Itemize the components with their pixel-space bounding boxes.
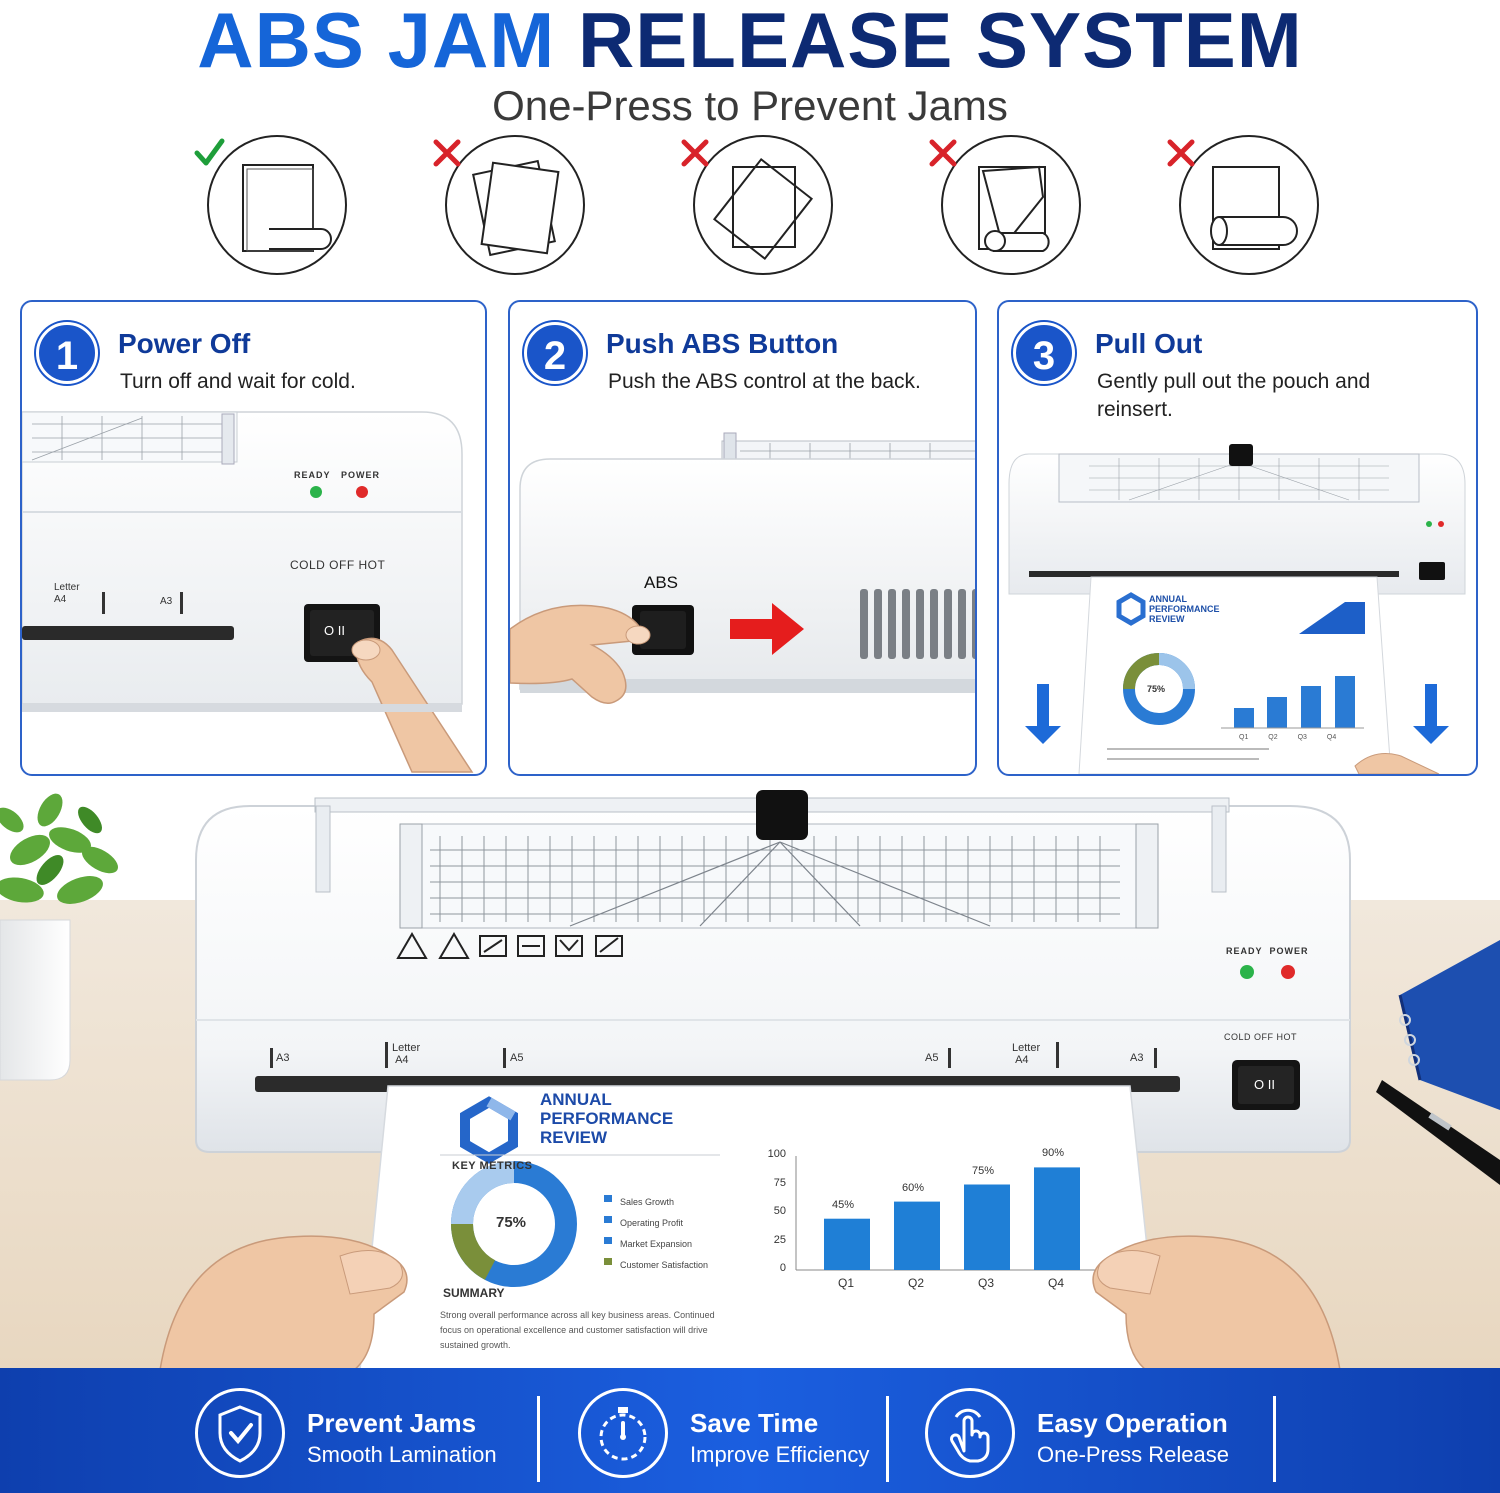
size-mark-letter-a4: Letter A4 (392, 1042, 421, 1066)
chart-category-label: Q3 (978, 1276, 995, 1290)
switch-label: COLD OFF HOT (290, 558, 386, 572)
feature-subtitle: One-Press Release (1037, 1442, 1229, 1467)
chart-y-tick: 100 (767, 1148, 786, 1160)
abs-label: ABS (644, 573, 679, 592)
metrics-heading: KEY METRICS (452, 1160, 533, 1172)
step-number: 3 (1013, 322, 1075, 384)
rotated-sheet-icon (681, 135, 833, 275)
page-subtitle: One-Press to Prevent Jams (492, 82, 1008, 129)
step-description: Gently pull out the pouch and reinsert. (1097, 370, 1371, 421)
feature-divider (1273, 1396, 1276, 1482)
laminator-pull-out-view: ANNUAL PERFORMANCE REVIEW 75% Q1 Q2 Q3 Q… (999, 444, 1476, 774)
ready-label: READY POWER (294, 470, 381, 480)
donut-value: 75% (496, 1214, 527, 1231)
chart-data-label: 90% (1042, 1147, 1065, 1160)
rolled-sheet-icon (1167, 135, 1319, 275)
step-description: Push the ABS control at the back. (608, 370, 921, 393)
step-title: Push ABS Button (606, 328, 839, 359)
size-mark-letter-a4-right: Letter A4 (1012, 1042, 1041, 1066)
skewed-sheets-icon (433, 135, 585, 275)
size-mark-a3: A3 (276, 1052, 290, 1064)
feature-title: Easy Operation (1037, 1408, 1228, 1438)
feature-divider (886, 1396, 889, 1482)
size-mark-a5-right: A5 (925, 1052, 939, 1064)
temp-switch[interactable]: O II (1254, 1077, 1275, 1092)
pen (1376, 1080, 1500, 1185)
kpi-donut (451, 1161, 577, 1287)
summary-text: Strong overall performance across all ke… (440, 1310, 715, 1350)
plant (0, 793, 119, 1081)
laminator-back-closeup: ABS (510, 429, 975, 774)
step-number: 2 (524, 322, 586, 384)
jam-type-icons (0, 135, 1500, 285)
mini-bar-labels: Q1 Q2 Q3 Q4 (1239, 734, 1337, 741)
chart-category-label: Q4 (1048, 1276, 1065, 1290)
size-mark-a5: A5 (510, 1052, 524, 1064)
hands (159, 1235, 1341, 1370)
title-part-2: RELEASE SYSTEM (577, 0, 1303, 84)
step-title: Power Off (118, 328, 251, 359)
step-card-power-off: 1 Power Off Turn off and wait for cold. (20, 300, 487, 776)
feature-title: Prevent Jams (307, 1408, 477, 1438)
cross-icon (1167, 139, 1195, 167)
step-description: Turn off and wait for cold. (120, 370, 356, 393)
chart-category-label: Q2 (908, 1276, 925, 1290)
chart-category-label: Q1 (838, 1276, 855, 1290)
chart-y-tick: 50 (773, 1205, 786, 1217)
stopwatch-icon (578, 1388, 668, 1478)
feature-bar: Prevent Jams Smooth Lamination Save Time… (0, 1368, 1500, 1493)
chart-y-tick: 25 (773, 1233, 786, 1246)
hand-press-icon (925, 1388, 1015, 1478)
chart-bar-q4 (1034, 1167, 1080, 1270)
a3-mark: A3 (160, 596, 173, 607)
ready-power-labels: READY POWER (1226, 946, 1309, 956)
chart-data-label: 75% (972, 1164, 995, 1177)
shield-check-icon (195, 1388, 285, 1478)
page-title: ABS JAM RELEASE SYSTEM (0, 0, 1500, 80)
chart-bar-q1 (824, 1218, 870, 1270)
feature-subtitle: Smooth Lamination (307, 1442, 497, 1467)
chart-data-label: 45% (832, 1198, 855, 1211)
folded-sheet-icon (929, 135, 1081, 275)
summary-heading: SUMMARY (443, 1286, 505, 1300)
step-card-push-abs: 2 Push ABS Button Push the ABS control a… (508, 300, 977, 776)
power-switch: O II (324, 623, 345, 638)
mini-donut-value: 75% (1147, 684, 1166, 694)
check-icon (194, 138, 225, 166)
feature-title: Save Time (690, 1408, 819, 1438)
title-part-1: ABS JAM (197, 0, 556, 84)
mini-doc-title: ANNUAL PERFORMANCE REVIEW (1149, 594, 1220, 624)
feature-subtitle: Improve Efficiency (690, 1442, 870, 1467)
step-title: Pull Out (1095, 328, 1203, 359)
main-laminator-scene: READY POWER COLD OFF HOT O II A3 Letter … (0, 780, 1500, 1370)
notebook (1398, 940, 1500, 1110)
chart-data-label: 60% (902, 1181, 925, 1194)
feature-divider (537, 1396, 540, 1482)
bar-chart (795, 1156, 1098, 1271)
correct-feed-icon (194, 135, 347, 275)
temp-switch-label: COLD OFF HOT (1224, 1032, 1297, 1042)
chart-bar-q2 (894, 1201, 940, 1270)
chart-y-tick: 75 (773, 1176, 786, 1189)
cross-icon (433, 139, 461, 167)
cross-icon (681, 139, 709, 167)
chart-y-tick: 0 (779, 1262, 786, 1274)
step-card-pull-out: 3 Pull Out Gently pull out the pouch and… (997, 300, 1478, 776)
size-mark-a3-right: A3 (1130, 1052, 1144, 1064)
step-number: 1 (36, 322, 98, 384)
cross-icon (929, 139, 957, 167)
chart-bar-q3 (964, 1184, 1010, 1270)
